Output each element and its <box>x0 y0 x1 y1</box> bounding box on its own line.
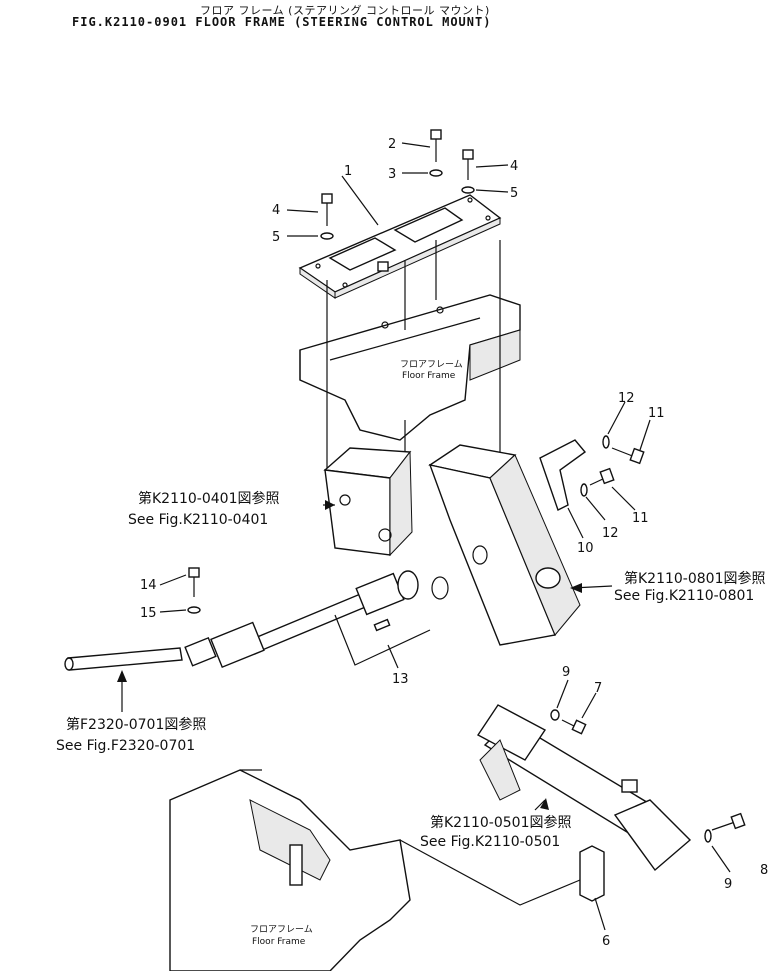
floor-frame-label-bottom-en: Floor Frame <box>252 937 306 947</box>
floor-frame-upper <box>299 294 521 441</box>
ref-k2110-0501-jp: 第K2110-0501図参照 <box>430 814 572 831</box>
label-part-3: 3 <box>388 167 396 182</box>
steering-shaft-13 <box>184 570 449 669</box>
ref-k2110-0801-jp: 第K2110-0801図参照 <box>624 570 766 587</box>
label-part-5-left: 5 <box>272 230 280 245</box>
bolt-7 <box>561 719 587 735</box>
bolt-14 <box>188 567 200 597</box>
ref-f2320-0701-jp: 第F2320-0701図参照 <box>66 716 206 733</box>
bolt-2 <box>430 129 442 162</box>
label-part-9-lower: 9 <box>724 877 732 892</box>
label-part-12-upper: 12 <box>618 391 635 406</box>
label-part-14: 14 <box>140 578 157 593</box>
label-part-13: 13 <box>392 672 409 687</box>
bolt-8 <box>711 812 746 831</box>
washer-12-upper <box>602 435 610 449</box>
label-part-7: 7 <box>594 681 602 696</box>
label-part-2: 2 <box>388 137 396 152</box>
label-part-15: 15 <box>140 606 157 621</box>
floor-frame-lower <box>169 769 581 971</box>
washer-15 <box>187 606 201 614</box>
spacer-block-6 <box>579 845 605 902</box>
bolt-11-upper <box>611 447 645 465</box>
leader-lines <box>121 142 731 931</box>
steering-column-housing <box>428 444 581 646</box>
floor-frame-label-top-en: Floor Frame <box>402 371 456 381</box>
label-part-5-right: 5 <box>510 186 518 201</box>
washer-3 <box>429 169 443 177</box>
shaft-13-leader <box>334 614 431 666</box>
ref-k2110-0401-jp: 第K2110-0401図参照 <box>138 490 280 507</box>
ref-k2110-0501-en: See Fig.K2110-0501 <box>420 834 560 850</box>
figure-title: FIG.K2110-0901 FLOOR FRAME (STEERING CON… <box>72 15 492 29</box>
label-part-11-upper: 11 <box>648 406 665 421</box>
washer-9-upper <box>550 709 560 721</box>
ref-k2110-0801-en: See Fig.K2110-0801 <box>614 588 754 604</box>
floor-frame-label-bottom-jp: フロアフレーム <box>250 924 313 935</box>
washer-9-lower <box>704 829 712 843</box>
label-part-8: 8 <box>760 863 768 878</box>
label-part-11-lower: 11 <box>632 511 649 526</box>
ref-k2110-0401-en: See Fig.K2110-0401 <box>128 512 268 528</box>
label-part-6: 6 <box>602 934 610 949</box>
label-part-10: 10 <box>577 541 594 556</box>
reference-arrows <box>117 500 582 810</box>
lower-shaft-assembly <box>476 704 692 872</box>
top-plate <box>298 194 502 299</box>
label-part-4-left: 4 <box>272 203 280 218</box>
label-part-1: 1 <box>344 164 352 179</box>
washer-5-right <box>461 186 475 194</box>
control-box-housing <box>323 447 413 557</box>
control-rod <box>64 647 183 671</box>
bolt-4-right <box>462 149 474 180</box>
label-part-9-upper: 9 <box>562 665 570 680</box>
label-part-4-right: 4 <box>510 159 518 174</box>
japanese-title: フロア フレーム (ステアリング コントロール マウント) <box>200 4 490 17</box>
ref-f2320-0701-en: See Fig.F2320-0701 <box>56 738 195 754</box>
bracket-10 <box>539 439 587 511</box>
washer-5-left <box>320 232 334 240</box>
bolt-11-lower <box>589 467 615 486</box>
diagram-header: フロア フレーム (ステアリング コントロール マウント) FIG.K2110-… <box>0 0 777 40</box>
washer-12-lower <box>580 483 588 497</box>
floor-frame-label-top-jp: フロアフレーム <box>400 359 463 370</box>
bolt-4-left <box>321 193 333 226</box>
label-part-12-lower: 12 <box>602 526 619 541</box>
